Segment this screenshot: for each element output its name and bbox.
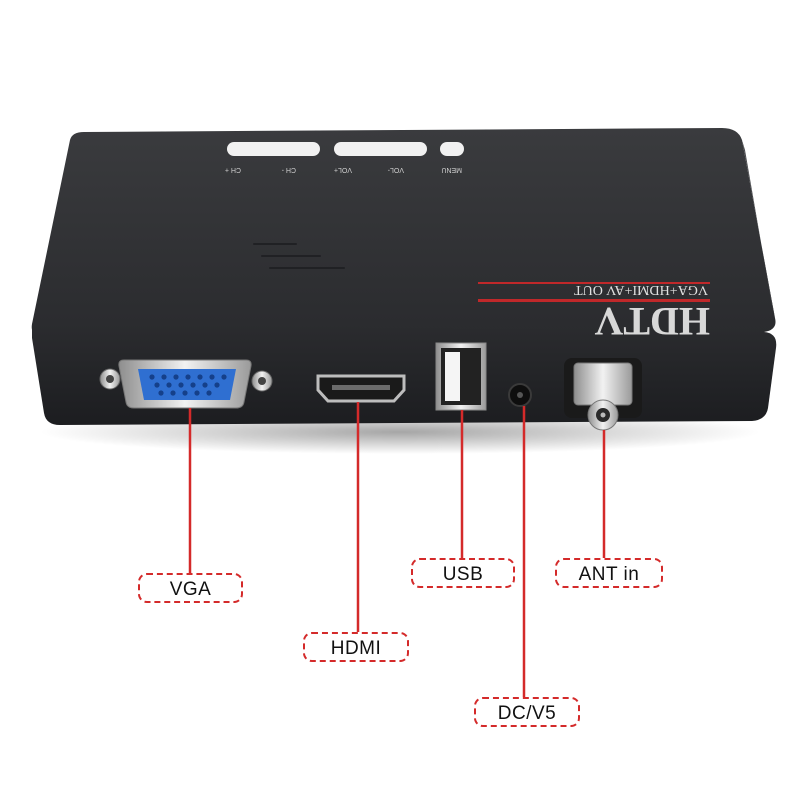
ch-minus-label: CH - [281, 166, 296, 173]
model-text: VGA+HDMI+AV OUT [574, 282, 708, 297]
top-button-group: CH + CH - VOL+ VOL- MENU [225, 142, 464, 173]
callout-lines [188, 402, 606, 697]
hdtv-branding: HDTV VGA+HDMI+AV OUT [478, 282, 710, 344]
dc-jack [508, 383, 532, 407]
ch-button[interactable] [227, 142, 320, 156]
usb-label: USB [411, 558, 515, 588]
menu-button[interactable] [440, 142, 464, 156]
vga-port [99, 359, 273, 409]
antenna-port [564, 358, 642, 431]
vol-minus-label: VOL- [387, 166, 404, 173]
usb-port [435, 342, 487, 411]
hdmi-label: HDMI [303, 632, 409, 662]
ant-in-label: ANT in [555, 558, 663, 588]
ch-plus-label: CH + [225, 166, 241, 173]
dc-v5-label: DC/V5 [474, 697, 580, 727]
vol-plus-label: VOL+ [334, 166, 352, 173]
vent-slots [253, 243, 345, 269]
device-right-edge [742, 140, 775, 318]
vol-button[interactable] [334, 142, 427, 156]
brand-red-line-2 [478, 282, 710, 284]
brand-red-line [478, 299, 710, 302]
menu-label: MENU [441, 166, 462, 173]
vga-label: VGA [138, 573, 243, 603]
hdmi-port [316, 374, 406, 403]
brand-logo: HDTV [594, 299, 710, 344]
